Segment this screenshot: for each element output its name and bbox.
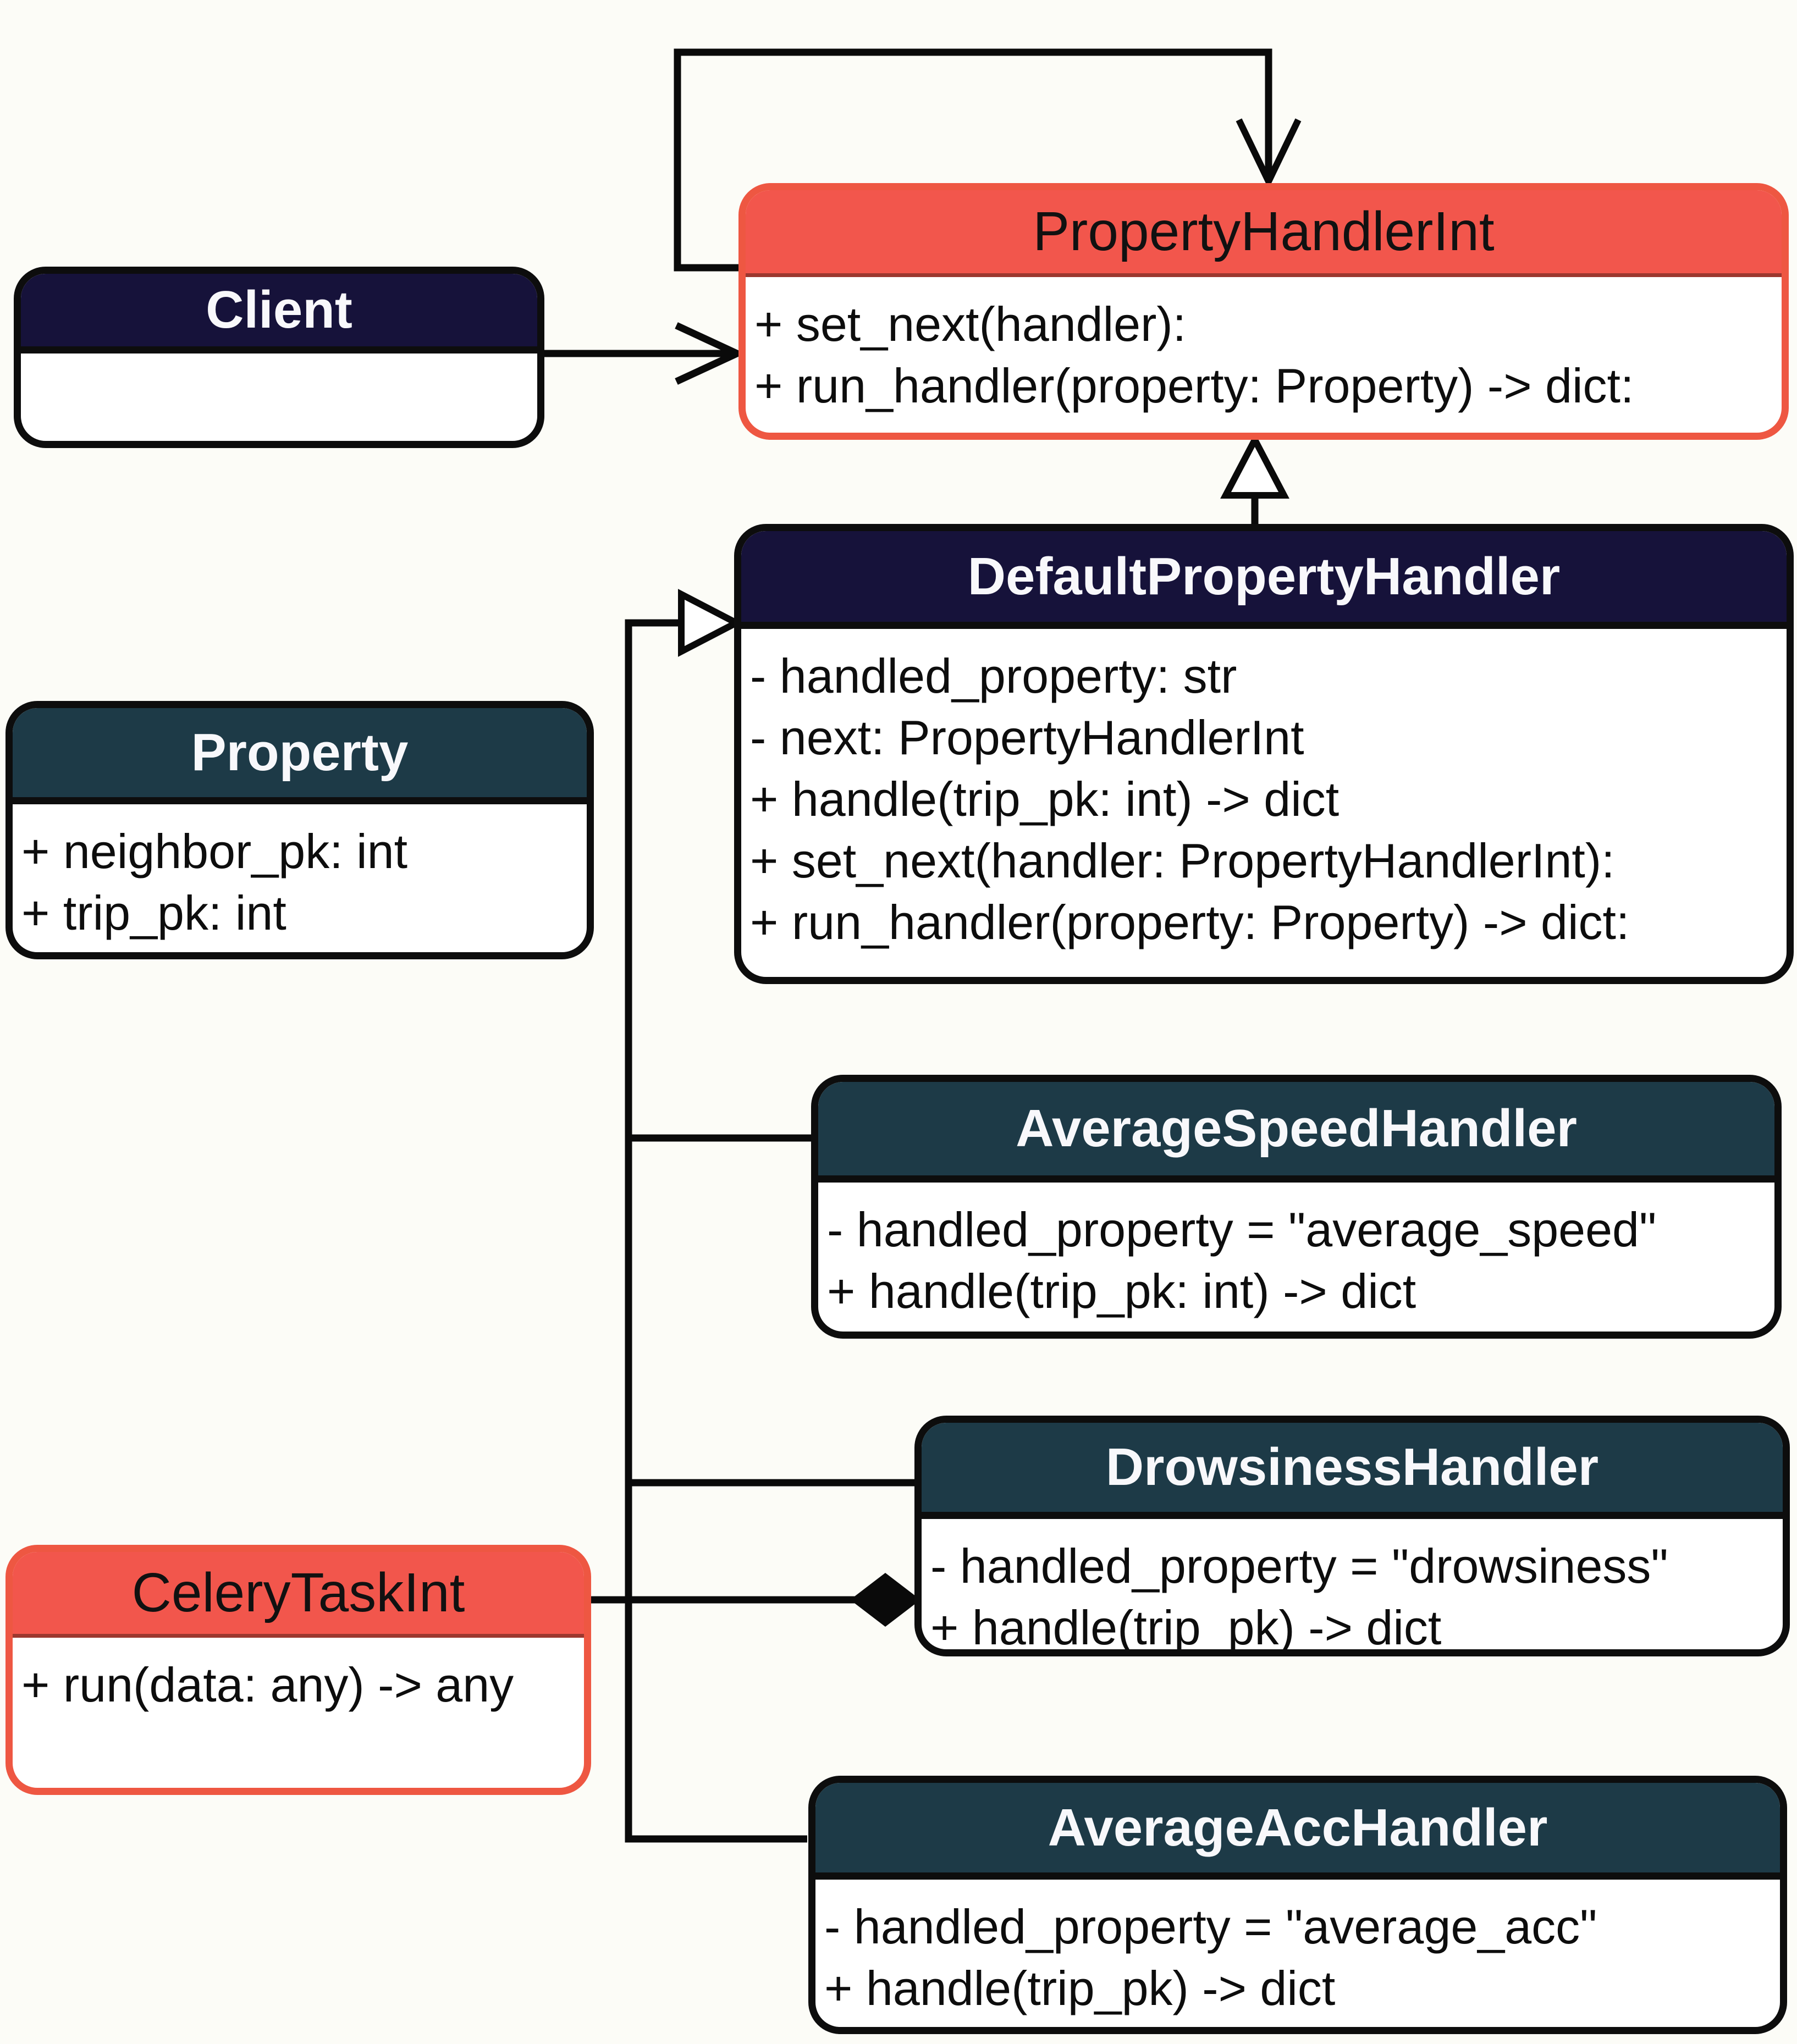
- class-title-property: Property: [13, 708, 587, 804]
- member-line: + run(data: any) -> any: [21, 1658, 514, 1712]
- member-line: + set_next(handler):: [754, 297, 1187, 351]
- class-members-property: + neighbor_pk: int + trip_pk: int: [13, 804, 587, 944]
- realization-hollow-triangle-icon: [1220, 433, 1289, 499]
- member-line: + handle(trip_pk) -> dict: [824, 1961, 1336, 2015]
- member-line: + handle(trip_pk) -> dict: [930, 1600, 1442, 1655]
- member-line: + run_handler(property: Property) -> dic…: [754, 358, 1634, 413]
- inheritance-hollow-triangle-icon: [678, 589, 744, 657]
- self-association-open-arrow-icon: [1236, 118, 1302, 189]
- class-box-drowsiness-handler: DrowsinessHandler - handled_property = "…: [914, 1416, 1790, 1656]
- class-title-drowsiness-handler: DrowsinessHandler: [922, 1423, 1783, 1519]
- class-box-celery-task-int: CeleryTaskInt + run(data: any) -> any: [5, 1545, 591, 1795]
- class-members-average-speed-handler: - handled_property = "average_speed" + ha…: [818, 1183, 1774, 1322]
- class-members-celery-task-int: + run(data: any) -> any: [13, 1638, 584, 1716]
- class-box-default-property-handler: DefaultPropertyHandler - handled_propert…: [734, 524, 1794, 984]
- member-line: + trip_pk: int: [21, 886, 286, 940]
- class-members-client: [21, 353, 537, 370]
- class-title-default-property-handler: DefaultPropertyHandler: [741, 531, 1787, 629]
- member-line: - handled_property = "average_acc": [824, 1899, 1597, 1954]
- member-line: - next: PropertyHandlerInt: [750, 710, 1304, 765]
- class-title-average-speed-handler: AverageSpeedHandler: [818, 1082, 1774, 1183]
- class-members-default-property-handler: - handled_property: str - next: PropertyH…: [741, 629, 1787, 953]
- self-association-line: [674, 48, 1272, 272]
- member-line: - handled_property: str: [750, 649, 1237, 703]
- class-members-property-handler-int: + set_next(handler): + run_handler(proper…: [746, 277, 1782, 417]
- member-line: - handled_property = "drowsiness": [930, 1539, 1668, 1593]
- composition-filled-diamond-icon: [850, 1573, 920, 1627]
- class-box-property: Property + neighbor_pk: int + trip_pk: in…: [5, 701, 594, 959]
- class-members-drowsiness-handler: - handled_property = "drowsiness" + handl…: [922, 1519, 1783, 1655]
- member-line: + neighbor_pk: int: [21, 824, 408, 879]
- inheritance-trunk-line: [625, 619, 807, 1843]
- class-title-average-acc-handler: AverageAccHandler: [815, 1783, 1780, 1880]
- member-line: - handled_property = "average_speed": [827, 1202, 1657, 1257]
- member-line: + set_next(handler: PropertyHandlerInt):: [750, 833, 1615, 888]
- class-title-celery-task-int: CeleryTaskInt: [13, 1552, 584, 1638]
- member-line: + handle(trip_pk: int) -> dict: [750, 772, 1340, 826]
- member-line: + handle(trip_pk: int) -> dict: [827, 1264, 1416, 1318]
- class-box-property-handler-int: PropertyHandlerInt + set_next(handler):+…: [738, 183, 1789, 440]
- class-members-average-acc-handler: - handled_property = "average_acc" + hand…: [815, 1880, 1780, 2019]
- class-box-client: Client: [14, 267, 544, 448]
- class-title-property-handler-int: PropertyHandlerInt: [746, 190, 1782, 277]
- class-box-average-speed-handler: AverageSpeedHandler - handled_property =…: [811, 1075, 1782, 1339]
- member-line: + run_handler(property: Property) -> dic…: [750, 895, 1630, 949]
- class-box-average-acc-handler: AverageAccHandler - handled_property = "…: [808, 1776, 1787, 2034]
- class-title-client: Client: [21, 274, 537, 353]
- client-association-open-arrow-icon: [675, 322, 746, 385]
